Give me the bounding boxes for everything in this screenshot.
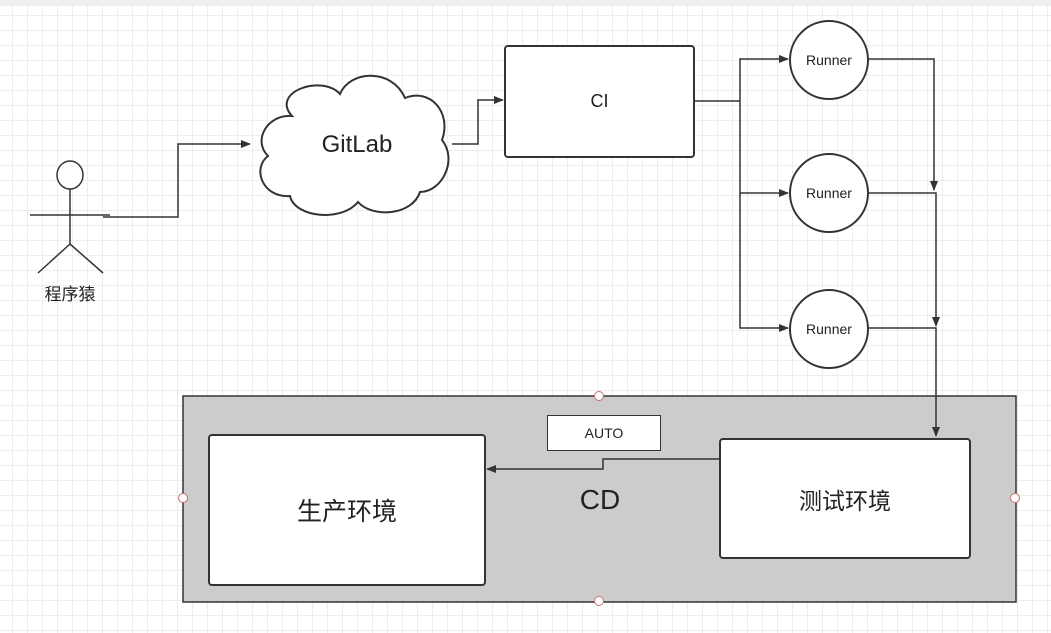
ci-to-runner-1-connector [739, 55, 789, 101]
ci-box[interactable]: CI [504, 45, 695, 158]
ci-label: CI [590, 91, 609, 111]
actor-to-gitlab-connector [103, 140, 251, 218]
runner-node[interactable]: Runner [789, 153, 869, 233]
test-env-box[interactable]: 测试环境 [719, 438, 971, 559]
actor-label: 程序猿 [44, 284, 96, 304]
runner-label: Runner [806, 52, 852, 68]
cd-resize-handle-bottom[interactable] [594, 596, 604, 606]
cd-resize-handle-top[interactable] [594, 391, 604, 401]
production-env-box[interactable]: 生产环境 [208, 434, 486, 586]
test-env-label: 测试环境 [799, 487, 891, 514]
runner-label: Runner [806, 321, 852, 337]
cd-resize-handle-right[interactable] [1010, 493, 1020, 503]
gitlab-label: GitLab [321, 131, 393, 158]
test-env-to-production-connector [486, 458, 719, 473]
production-env-label: 生产环境 [296, 498, 397, 526]
gitlab-to-ci-connector [452, 96, 504, 145]
runner-node[interactable]: Runner [789, 289, 869, 369]
runner-3-to-test-env-connector [869, 327, 940, 437]
auto-tag[interactable]: AUTO [547, 415, 661, 451]
runner-label: Runner [806, 185, 852, 201]
runner-2-to-runner-3-connector [869, 192, 940, 327]
cd-label: CD [579, 484, 621, 515]
cd-resize-handle-left[interactable] [178, 493, 188, 503]
ci-to-runner-3-connector [739, 193, 789, 332]
ci-to-runner-2-connector [739, 101, 789, 197]
auto-tag-label: AUTO [584, 425, 624, 441]
gitlab-cloud[interactable] [259, 74, 450, 216]
runner-1-to-runner-2-connector [869, 58, 938, 191]
canvas-top-strip [0, 0, 1051, 6]
actor-figure[interactable] [30, 160, 110, 274]
runner-node[interactable]: Runner [789, 20, 869, 100]
